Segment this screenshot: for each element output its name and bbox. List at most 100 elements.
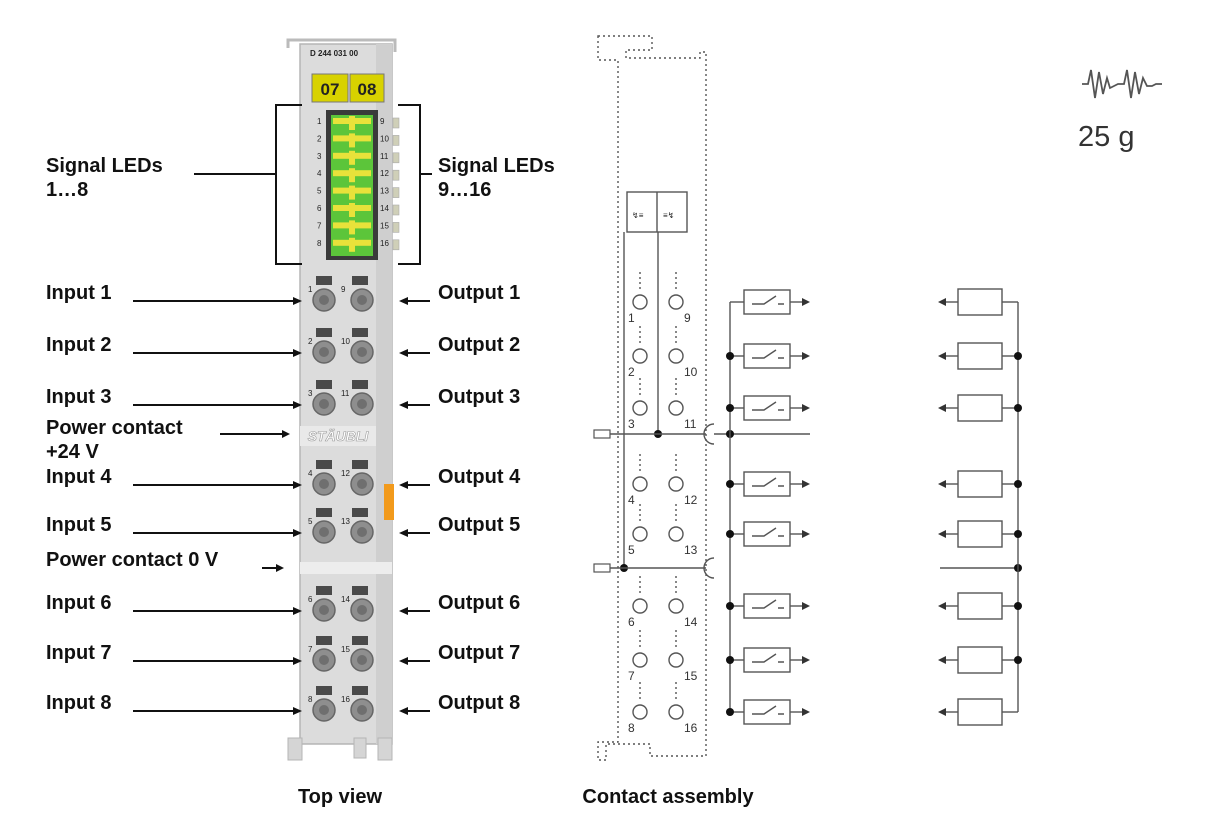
terminal-number-right: 12 xyxy=(341,469,350,478)
signal-leds-right-range: 9…16 xyxy=(438,179,491,201)
load-arrowhead xyxy=(938,404,946,412)
led-indicator-tab xyxy=(392,187,400,198)
module-foot-middle xyxy=(353,737,367,759)
led-number-right: 10 xyxy=(380,134,389,143)
load-junction xyxy=(1014,656,1022,664)
load-resistor-box xyxy=(957,520,1003,548)
schematic-terminal-right xyxy=(668,598,684,614)
signal-led-stem xyxy=(349,237,355,252)
terminal-number-right: 10 xyxy=(341,337,350,346)
terminal-number-left: 4 xyxy=(308,469,313,478)
terminal-clamp-right xyxy=(357,705,367,715)
module-side-rib xyxy=(376,44,392,744)
sensor-junction xyxy=(726,530,734,538)
led-indicator-tab xyxy=(392,152,400,164)
switch-symbol xyxy=(752,705,784,715)
led-indicator-tab xyxy=(392,222,400,233)
power-contact-band xyxy=(300,562,392,574)
switch-symbol xyxy=(752,599,784,609)
signal-leds-bracket-left xyxy=(275,104,302,265)
module-top-hook xyxy=(286,38,397,52)
led-indicator-tab xyxy=(392,117,400,129)
sensor-junction xyxy=(726,602,734,610)
terminal-clamp-left xyxy=(319,527,329,537)
power-contact-0v-arrowhead xyxy=(276,564,284,572)
sensor-junction xyxy=(726,656,734,664)
schematic-terminal-number: 13 xyxy=(684,543,698,557)
schematic-terminal-number: 7 xyxy=(628,669,635,683)
output-label: Output 1 xyxy=(438,282,520,304)
caption-contact-assembly: Contact assembly xyxy=(582,786,754,808)
power-pin-24v xyxy=(593,429,611,439)
terminal-clamp-right xyxy=(357,479,367,489)
schematic-terminal-right xyxy=(668,704,684,720)
caption-top-view: Top view xyxy=(298,786,383,808)
signal-leds-right-title: Signal LEDs xyxy=(438,155,555,177)
terminal-number-right: 9 xyxy=(341,285,346,294)
schematic-terminal-right xyxy=(668,400,684,416)
release-slot-left xyxy=(316,636,332,645)
release-slot-left xyxy=(316,276,332,285)
switch-symbol xyxy=(752,477,784,487)
input-label: Input 2 xyxy=(46,334,112,356)
weight-value: 25 g xyxy=(1078,121,1134,153)
terminal-number-left: 7 xyxy=(308,645,313,654)
input-arrowhead xyxy=(293,529,302,537)
terminal-number-right: 15 xyxy=(341,645,350,654)
switch-symbol xyxy=(752,527,784,537)
terminal-clamp-left xyxy=(319,605,329,615)
release-slot-left xyxy=(316,686,332,695)
input-arrowhead xyxy=(293,481,302,489)
switch-symbol xyxy=(752,653,784,663)
release-slot-left xyxy=(316,460,332,469)
terminal-number-left: 8 xyxy=(308,695,313,704)
sensor-arrowhead xyxy=(802,602,810,610)
schematic-terminal-number: 14 xyxy=(684,615,698,629)
led-number-left: 6 xyxy=(317,204,322,213)
led-indicator-tab xyxy=(392,169,400,181)
output-arrowhead xyxy=(399,349,408,357)
channel-label-1: 07 xyxy=(321,80,340,99)
terminal-clamp-left xyxy=(319,347,329,357)
load-junction xyxy=(1014,352,1022,360)
input-label: Input 7 xyxy=(46,642,112,664)
load-junction xyxy=(1014,480,1022,488)
optocoupler-symbol-left: ↯≡ xyxy=(632,211,644,220)
release-slot-right xyxy=(352,380,368,389)
schematic-terminal-number: 12 xyxy=(684,493,698,507)
led-indicator-tab xyxy=(392,204,400,216)
part-number: D 244 031 00 xyxy=(310,49,359,58)
input-arrowhead xyxy=(293,607,302,615)
schematic-terminal-number: 11 xyxy=(684,417,697,431)
schematic-terminal-left xyxy=(632,526,648,542)
input-arrowhead xyxy=(293,349,302,357)
input-label: Input 6 xyxy=(46,592,112,614)
schematic-terminal-left xyxy=(632,652,648,668)
load-resistor-box xyxy=(957,288,1003,316)
release-slot-left xyxy=(316,380,332,389)
sensor-arrowhead xyxy=(802,656,810,664)
led-number-left: 1 xyxy=(317,117,322,126)
led-number-left: 5 xyxy=(317,187,322,196)
signal-leds-left-range: 1…8 xyxy=(46,179,88,201)
signal-led-stem xyxy=(349,220,355,235)
switch-symbol xyxy=(752,295,784,305)
power-contact-24v-arrowhead xyxy=(282,430,290,438)
terminal-clamp-right xyxy=(357,399,367,409)
led-number-left: 3 xyxy=(317,152,322,161)
schematic-terminal-number: 4 xyxy=(628,493,635,507)
terminal-clamp-right xyxy=(357,527,367,537)
release-slot-right xyxy=(352,508,368,517)
schematic-terminal-number: 5 xyxy=(628,543,635,557)
load-junction xyxy=(1014,602,1022,610)
output-arrowhead xyxy=(399,529,408,537)
input-label: Input 8 xyxy=(46,692,112,714)
output-label: Output 8 xyxy=(438,692,520,714)
load-junction xyxy=(1014,530,1022,538)
terminal-clamp-left xyxy=(319,295,329,305)
led-number-right: 9 xyxy=(380,117,385,126)
